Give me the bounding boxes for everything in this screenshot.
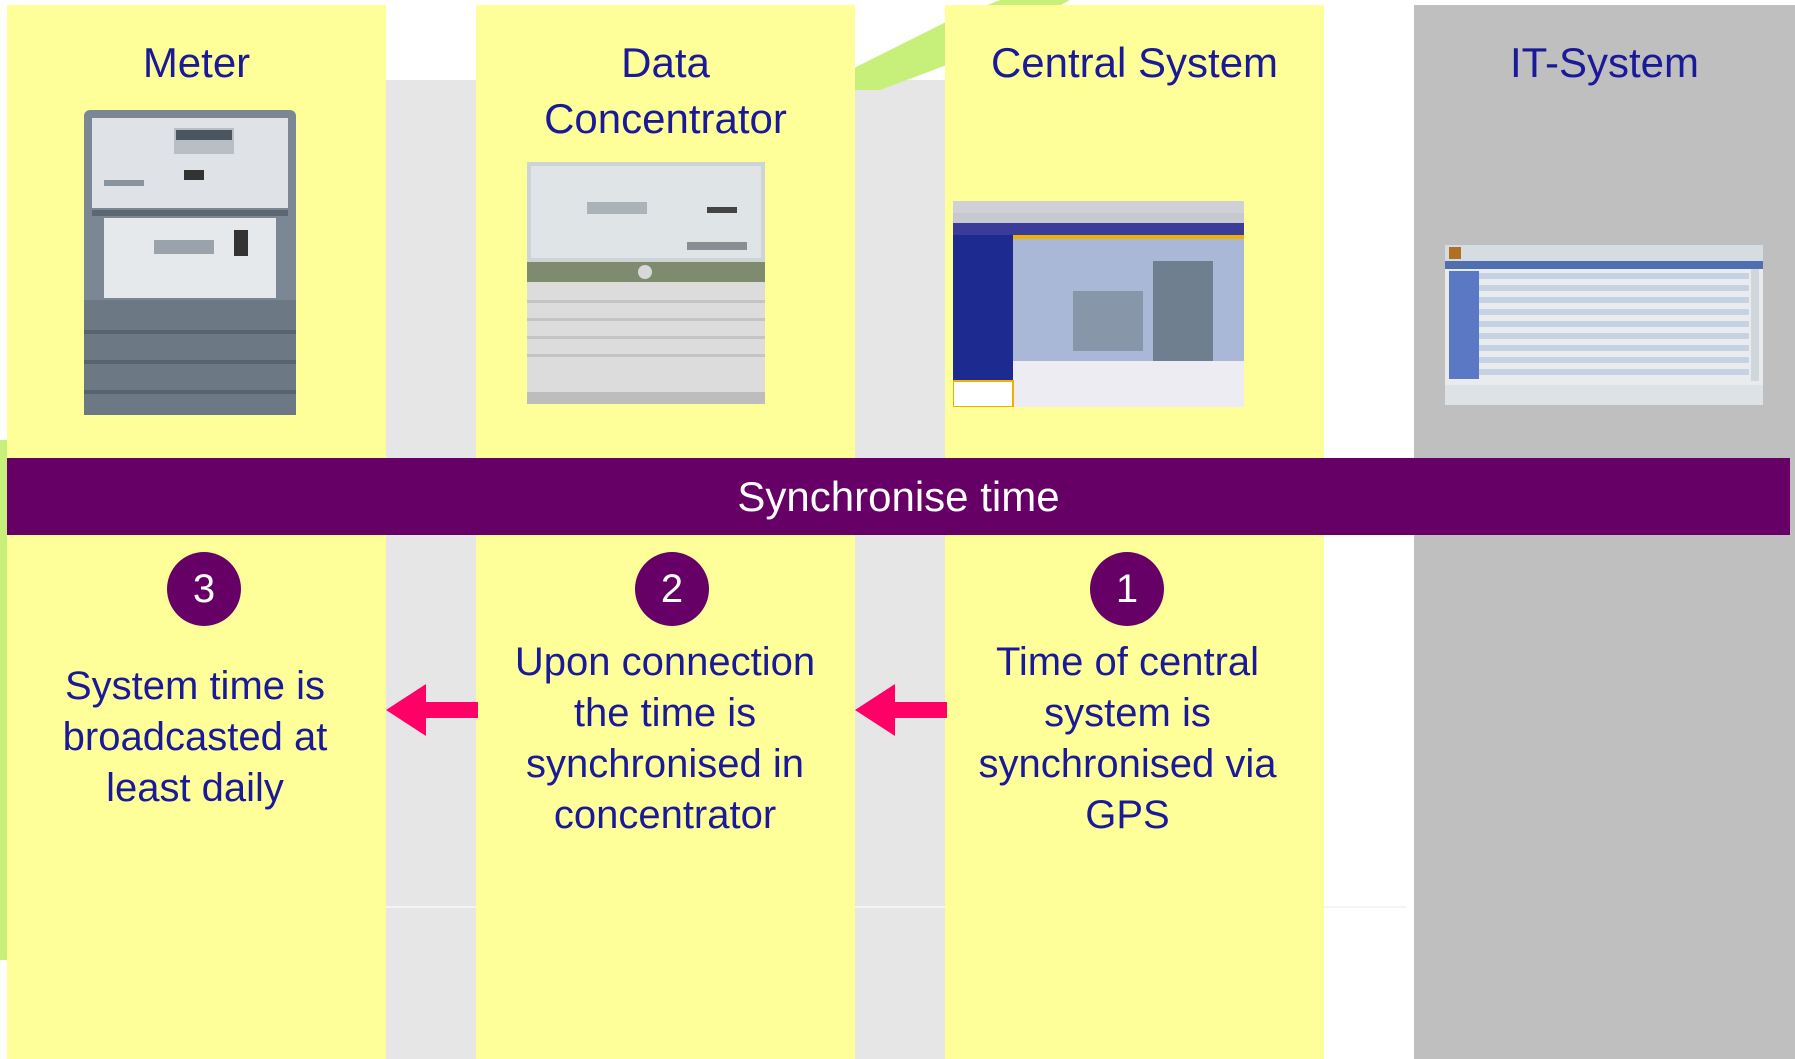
electricity-meter-photo (84, 110, 296, 415)
step-number-badge: 1 (1090, 552, 1164, 626)
step-description: Time of central system is synchronised v… (978, 640, 1277, 837)
it-system-screenshot (1445, 245, 1763, 405)
background-divider (386, 906, 1406, 908)
step-number-badge: 2 (635, 552, 709, 626)
column-title: Data Concentrator (544, 39, 787, 142)
left-arrow-icon (855, 684, 947, 736)
column-title: Meter (142, 39, 251, 86)
step-description: System time is broadcasted at least dail… (62, 664, 328, 810)
step-number-badge: 3 (167, 552, 241, 626)
data-concentrator-photo (527, 162, 765, 404)
column-title: Central System (990, 39, 1279, 86)
column-title: IT-System (1509, 39, 1700, 86)
synchronise-time-banner: Synchronise time (7, 458, 1790, 535)
central-system-screenshot (953, 201, 1244, 407)
left-arrow-icon (386, 684, 478, 736)
step-description: Upon connection the time is synchronised… (514, 640, 816, 837)
